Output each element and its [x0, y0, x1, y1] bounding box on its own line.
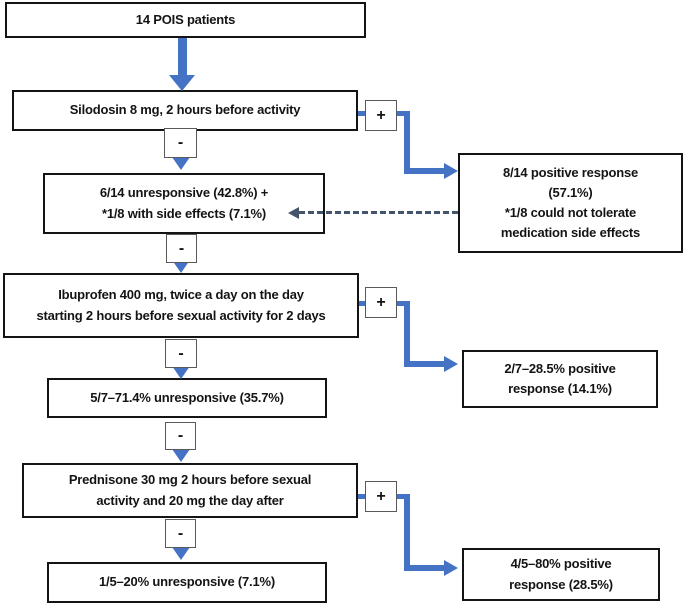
connector-ibuprofen-plus — [356, 301, 367, 306]
connector-horizontal-3 — [404, 565, 446, 571]
ibuprofen-positive-box: 2/7–28.5% positive response (14.1%) — [462, 350, 658, 408]
ibuprofen-negative-box: 5/7–71.4% unresponsive (35.7%) — [47, 378, 327, 418]
patients-box: 14 POIS patients — [5, 2, 366, 38]
connector-horizontal-1 — [404, 168, 446, 174]
down-arrow-icon — [172, 366, 190, 379]
down-arrow-icon — [172, 449, 190, 462]
down-arrow-icon — [172, 260, 190, 273]
minus-indicator-to-ibuprofen: - — [166, 234, 197, 263]
minus-indicator-ibuprofen: - — [165, 339, 197, 368]
connector-silodosin-plus — [356, 111, 367, 116]
right-arrow-icon — [444, 356, 458, 372]
connector-horizontal-2 — [404, 361, 446, 367]
dashed-left-arrow-icon — [288, 207, 299, 219]
plus-indicator-prednisone: + — [365, 481, 397, 512]
silodosin-positive-box: 8/14 positive response (57.1%) *1/8 coul… — [458, 153, 683, 253]
minus-indicator-prednisone: - — [165, 519, 196, 548]
right-arrow-icon — [444, 560, 458, 576]
connector-plus-elbow-1 — [395, 111, 409, 116]
connector-vertical-1 — [404, 111, 410, 172]
connector-plus-elbow-2 — [395, 301, 409, 306]
minus-indicator-silodosin: - — [164, 128, 197, 158]
connector-plus-elbow-3 — [395, 494, 409, 499]
down-arrow-icon — [172, 157, 190, 170]
down-arrow-icon — [169, 75, 195, 91]
down-arrow-icon — [172, 547, 190, 560]
prednisone-negative-box: 1/5–20% unresponsive (7.1%) — [47, 562, 327, 603]
connector-prednisone-plus — [356, 494, 367, 499]
prednisone-positive-box: 4/5–80% positive response (28.5%) — [462, 548, 660, 601]
connector-patients-silodosin — [178, 38, 187, 76]
dashed-connector-side-effects — [299, 211, 458, 214]
prednisone-box: Prednisone 30 mg 2 hours before sexual a… — [22, 463, 358, 518]
plus-indicator-ibuprofen: + — [365, 287, 397, 318]
minus-indicator-to-prednisone: - — [165, 422, 196, 450]
silodosin-box: Silodosin 8 mg, 2 hours before activity — [12, 90, 358, 131]
plus-indicator-silodosin: + — [365, 100, 397, 131]
connector-vertical-3 — [404, 494, 410, 571]
silodosin-negative-box: 6/14 unresponsive (42.8%) + *1/8 with si… — [43, 173, 325, 234]
ibuprofen-box: Ibuprofen 400 mg, twice a day on the day… — [3, 273, 359, 338]
right-arrow-icon — [444, 163, 458, 179]
connector-vertical-2 — [404, 301, 410, 365]
